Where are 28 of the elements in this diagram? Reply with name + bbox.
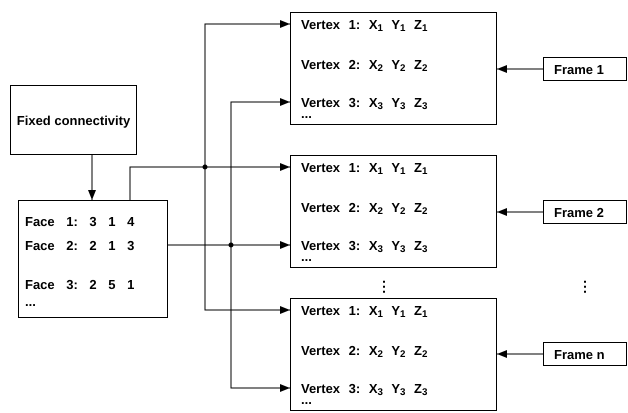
arrow (88, 154, 96, 200)
row-text: Frame 1 (554, 62, 604, 78)
frame-box (543, 57, 627, 81)
row-text: Vertex 2: X$_{2}$ Y$_{2}$ Z$_{2}$ (301, 200, 428, 216)
row-text: Vertex 1: X$_{1}$ Y$_{1}$ Z$_{1}$ (301, 160, 428, 176)
arrow (496, 65, 544, 73)
data-box (10, 85, 137, 155)
frame-box (543, 200, 627, 224)
frame-box (543, 342, 627, 366)
data-box (18, 200, 168, 318)
ellipsis-text: ... (25, 294, 36, 310)
row-text: Vertex 1: X$_{1}$ Y$_{1}$ Z$_{1}$ (301, 303, 428, 319)
vertical-ellipsis: ⋮ (377, 278, 391, 294)
row-text: Vertex 2: X$_{2}$ Y$_{2}$ Z$_{2}$ (301, 57, 428, 73)
row-text: Face 1: 3 1 4 (25, 214, 134, 230)
vertical-ellipsis: ⋮ (578, 278, 592, 294)
arrow (496, 208, 544, 216)
arrow (496, 350, 544, 358)
row-text: Fixed connectivity (16, 113, 132, 129)
row-text: Vertex 2: X$_{2}$ Y$_{2}$ Z$_{2}$ (301, 343, 428, 359)
row-text: Face 2: 2 1 3 (25, 238, 134, 254)
data-box (290, 155, 497, 268)
row-text: Vertex 1: X$_{1}$ Y$_{1}$ Z$_{1}$ (301, 17, 428, 33)
row-text: Face 3: 2 5 1 (25, 277, 134, 293)
row-text: Frame n (554, 347, 605, 363)
row-text: Frame 2 (554, 205, 604, 221)
data-box (290, 298, 497, 411)
data-box (290, 12, 497, 125)
